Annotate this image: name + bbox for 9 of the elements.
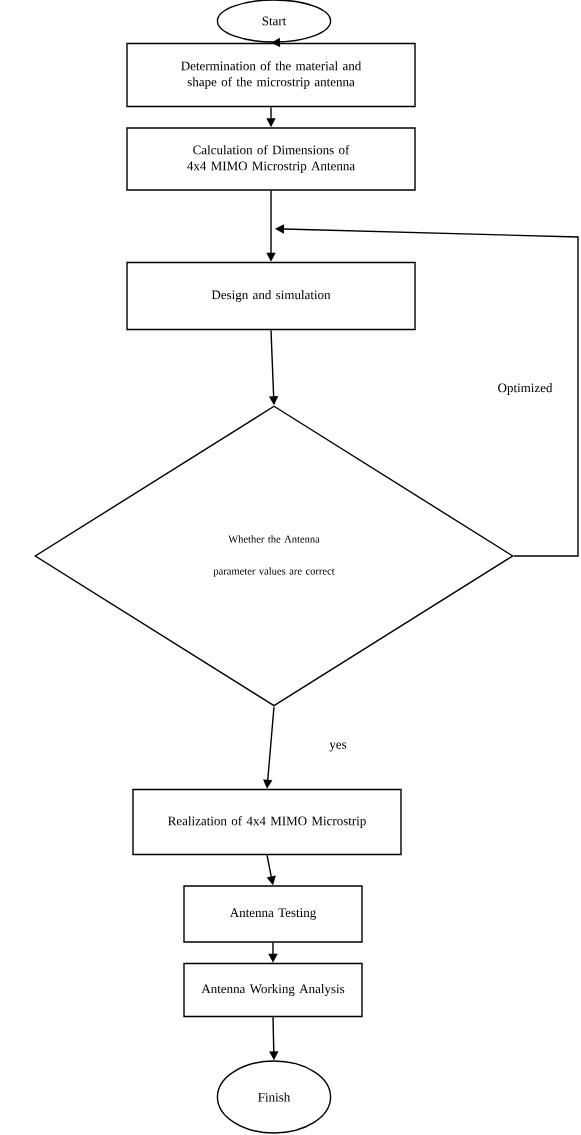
process-box: Antenna Testing [183,885,363,943]
process-box: Realization of 4x4 MIMO Microstrip [132,788,402,856]
process-box: Design and simulation [126,261,416,331]
edge-label: Optimized [496,382,554,396]
arrow [275,224,579,557]
process-box: Antenna Working Analysis [183,962,363,1018]
process-box: Calculation of Dimensions of 4x4 MIMO Microstrip Antenna [126,127,416,191]
edge-label: yes [328,741,348,753]
process-box: Determination of the material and shape of the microstrip antenna [126,42,416,108]
